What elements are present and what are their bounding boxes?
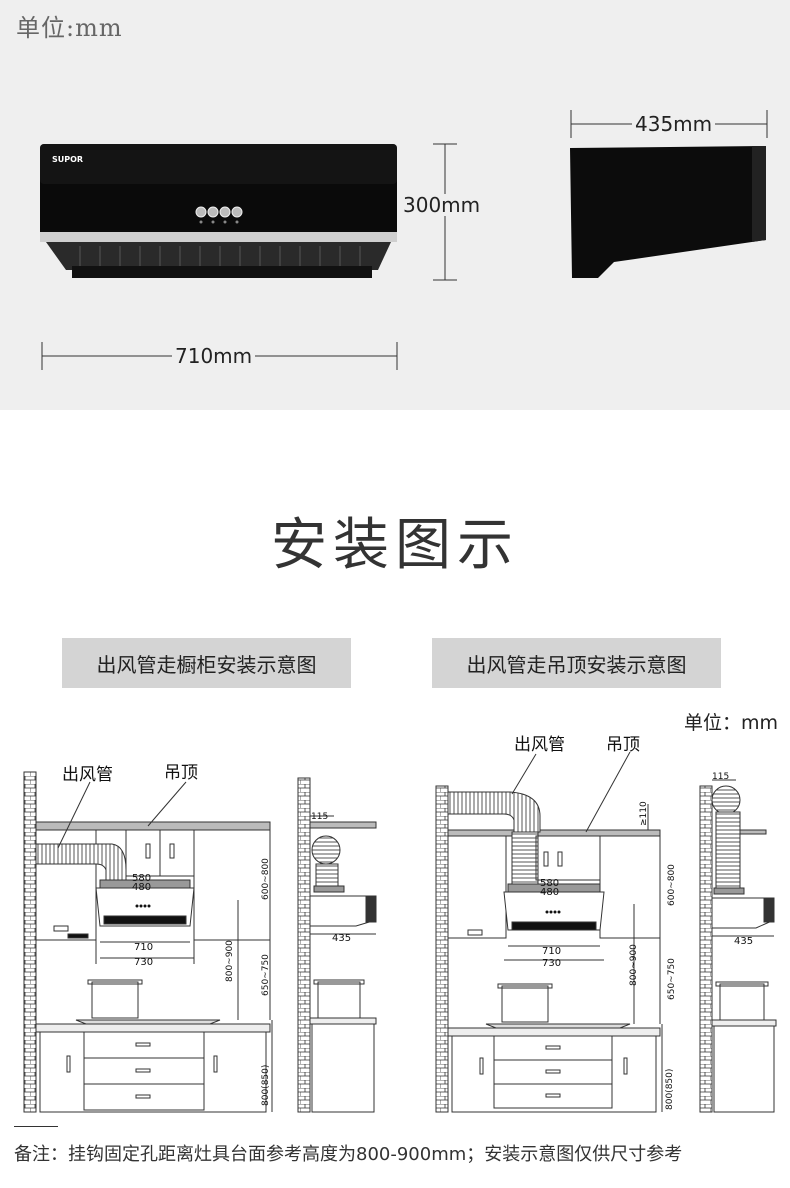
ceiling-label-left: 吊顶 [164, 763, 198, 783]
dim-710-left: 710 [134, 942, 153, 953]
dim-480-left: 480 [132, 882, 151, 893]
note-divider [14, 1126, 58, 1127]
dim-710-right: 710 [542, 946, 561, 957]
tab-cabinet-install: 出风管走橱柜安装示意图 [62, 638, 351, 688]
product-dimensions-panel: 单位:mm SUPOR [0, 0, 790, 410]
control-knobs [195, 206, 243, 218]
dim-650-750-left: 650~750 [261, 954, 271, 996]
dim-800-900-left: 800~900 [225, 940, 235, 982]
section-title: 安装图示 [271, 513, 519, 578]
dim-800-850-left: 800(850) [261, 1065, 271, 1106]
dim-115-left: 115 [311, 812, 328, 822]
tab-ceiling-install: 出风管走吊顶安装示意图 [432, 638, 721, 688]
dim-800-850-right: 800(850) [665, 1069, 675, 1110]
footnote: 备注：挂钩固定孔距离灶具台面参考高度为800-900mm；安装示意图仅供尺寸参考 [14, 1144, 683, 1165]
dim-435-left: 435 [332, 933, 351, 944]
width-dimension-label: 710mm [172, 345, 256, 367]
cabinet-diagram-side [297, 777, 377, 1113]
unit-label: 单位:mm [16, 14, 123, 42]
ceiling-diagram-front [435, 751, 663, 1113]
brand-logo: SUPOR [52, 155, 83, 164]
depth-dimension-label: 435mm [632, 113, 716, 135]
duct-label-right: 出风管 [514, 735, 565, 755]
installation-diagrams: 出风管 吊顶 出风管 吊顶 580 480 710 730 115 435 58… [23, 735, 777, 1113]
dim-580-right: 580 [540, 878, 559, 889]
ceiling-diagram-side [699, 779, 777, 1113]
duct-label-left: 出风管 [62, 765, 113, 785]
cabinet-diagram-front [23, 771, 273, 1113]
dim-580-left: 580 [132, 873, 151, 884]
dim-730-left: 730 [134, 957, 153, 968]
unit-label-diagram: 单位：mm [684, 712, 779, 734]
dim-650-750-right: 650~750 [667, 958, 677, 1000]
dim-800-900-right: 800~900 [629, 944, 639, 986]
dim-730-right: 730 [542, 958, 561, 969]
dim-600-800-right: 600~800 [667, 864, 677, 906]
dim-110-right: ≥110 [639, 801, 649, 826]
hood-front-view: SUPOR [40, 110, 768, 370]
dim-600-800-left: 600~800 [261, 858, 271, 900]
ceiling-label-right: 吊顶 [606, 735, 640, 755]
dim-435-right: 435 [734, 936, 753, 947]
dim-115-right: 115 [712, 772, 729, 782]
height-dimension-label: 300mm [400, 194, 484, 216]
dim-480-right: 480 [540, 887, 559, 898]
